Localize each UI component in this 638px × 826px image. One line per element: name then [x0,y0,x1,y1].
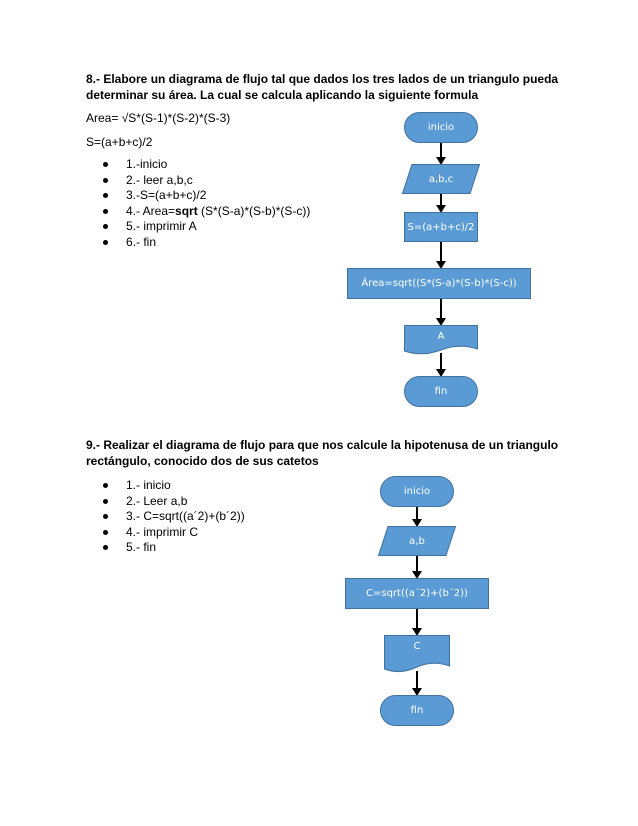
flow8-start-terminal: inicio [404,112,478,143]
flow9-output-document: C [384,635,450,673]
bullet-icon [103,514,108,519]
flow8-output-document: A [404,325,478,355]
exercise-9-steps: 1.- inicio 2.- Leer a,b 3.- C=sqrt((a´2)… [86,478,245,556]
area-formula: Area= √S*(S-1)*(S-2)*(S-3) [86,111,231,125]
bullet-icon [103,483,108,488]
flow8-end-terminal: fin [404,376,478,407]
flow8-process-s: S=(a+b+c)/2 [404,212,478,242]
list-item: 1.- inicio [86,478,245,494]
list-item: 3.- C=sqrt((a´2)+(b´2)) [86,509,245,525]
flow9-arrow-1 [412,507,422,527]
flow8-arrow-1 [436,143,446,165]
list-item: 2.- leer a,b,c [86,173,310,189]
bullet-icon [103,529,108,535]
exercise-8-steps: 1.-inicio 2.- leer a,b,c 3.-S=(a+b+c)/2 … [86,157,310,250]
flow8-process-area: Área=sqrt((S*(S-a)*(S-b)*(S-c)) [347,268,531,299]
s-formula: S=(a+b+c)/2 [86,135,153,149]
flow8-arrow-4 [436,299,446,326]
exercise-9-heading-line2: rectángulo, conocido dos de sus catetos [86,454,319,468]
flow8-input-parallelogram: a,b,c [402,164,480,194]
flow9-arrow-4 [412,671,422,696]
exercise-9-heading-line1: 9.- Realizar el diagrama de flujo para q… [86,438,559,452]
bullet-icon [103,162,108,167]
flow9-end-terminal: fin [380,695,454,726]
flow9-process-hypotenuse: C=sqrt((a´2)+(b´2)) [345,578,489,609]
flow9-start-terminal: inicio [380,476,454,507]
bullet-icon [103,224,108,229]
bullet-icon [103,193,108,198]
flow9-input-parallelogram: a,b [378,526,456,556]
flow9-arrow-3 [412,609,422,636]
exercise-8-heading-line1: 8.- Elabore un diagrama de flujo tal que… [86,72,559,86]
bullet-icon [103,208,108,214]
list-item: 4.- Area=sqrt (S*(S-a)*(S-b)*(S-c)) [86,204,310,220]
list-item: 4.- imprimir C [86,525,245,541]
list-item: 2.- Leer a,b [86,494,245,510]
list-item: 6.- fin [86,235,310,251]
flow8-arrow-2 [436,194,446,213]
flow8-arrow-3 [436,242,446,269]
bullet-icon [103,545,108,550]
bullet-icon [103,498,108,504]
exercise-8-heading-line2: determinar su área. La cual se calcula a… [86,88,479,102]
list-item: 1.-inicio [86,157,310,173]
flow8-arrow-5 [436,353,446,377]
list-item: 5.- fin [86,540,245,556]
flow9-arrow-2 [412,556,422,579]
bullet-icon [103,239,108,245]
list-item: 5.- imprimir A [86,219,310,235]
bullet-icon [103,177,108,183]
list-item: 3.-S=(a+b+c)/2 [86,188,310,204]
